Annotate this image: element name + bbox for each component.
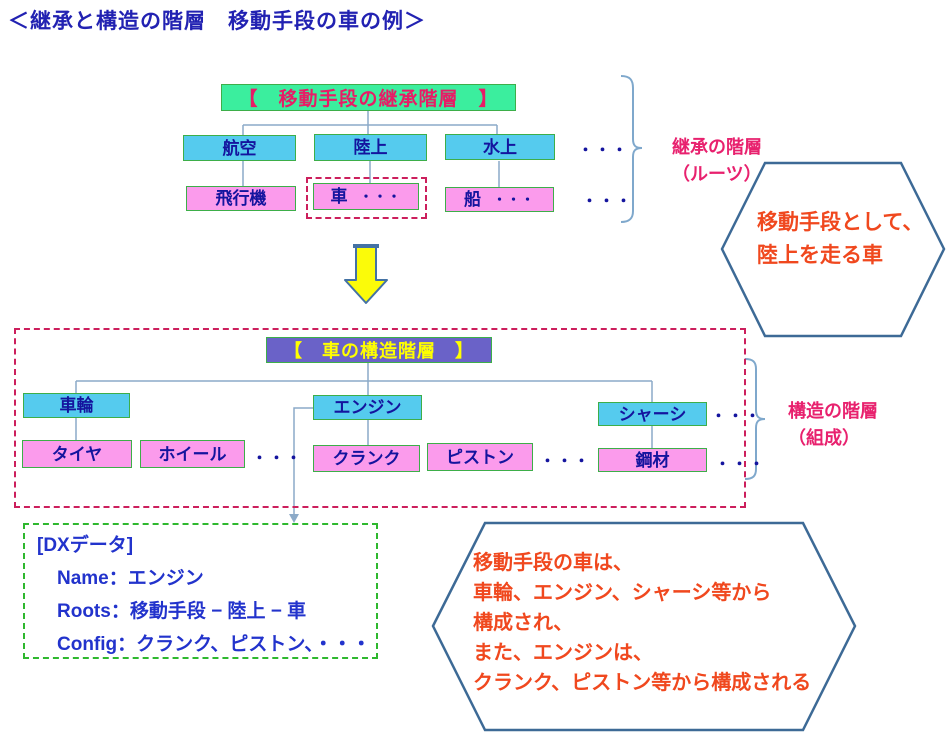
node-car: 車 ・・・ [313,183,419,210]
inheritance-brace-label-line2: （ルーツ） [672,164,762,184]
hexagon-bottom-shape [431,521,857,732]
hexagon-top-shape [720,161,946,338]
inheritance-tree-connectors [242,111,500,187]
dx-data-text: [DXデータ] Name：エンジン Roots：移動手段 − 陸上 − 車 Co… [25,525,376,661]
structure-header: 【 車の構造階層 】 [266,337,492,363]
hexagon-bottom-line4: また、エンジンは、 [473,642,653,664]
hexagon-bottom-line5: クランク、ピストン等から構成される [473,672,812,694]
ellipsis: ・・・ [252,450,304,467]
hexagon-bottom-line1: 移動手段の車は、 [473,552,633,574]
node-land: 陸上 [314,134,427,161]
node-airplane: 飛行機 [186,186,296,211]
inheritance-brace-label-line1: 継承の階層 [672,137,762,157]
ellipsis: ・・・ [578,142,630,159]
node-steel: 鋼材 [598,448,707,472]
ellipsis: ・・・ [582,193,634,210]
node-ship: 船 ・・・ [445,187,554,212]
structure-brace-label-line2: （組成） [788,428,860,448]
node-chassis: シャーシ [598,402,707,426]
node-engine: エンジン [313,395,422,420]
dx-line-title: [DXデータ] [37,535,134,556]
dx-data-box: [DXデータ] Name：エンジン Roots：移動手段 − 陸上 − 車 Co… [23,523,378,659]
inheritance-header: 【 移動手段の継承階層 】 [221,84,516,111]
hexagon-bottom-text: 移動手段の車は、 車輪、エンジン、シャーシ等から 構成され、 また、エンジンは、… [473,548,811,698]
node-car-label: 車 [330,187,348,206]
down-arrow-icon [344,244,388,304]
inheritance-brace [620,75,643,223]
node-crank: クランク [313,445,420,472]
hexagon-top-text: 移動手段として、 陸上を走る車 [757,206,923,272]
hexagon-top-line1: 移動手段として、 [757,211,924,234]
structure-tree-connectors [75,363,653,448]
structure-brace-label: 構造の階層 （組成） [788,398,878,452]
node-tire: タイヤ [22,440,132,468]
structure-dashed-box [14,328,746,508]
hexagon-bottom-line3: 構成され、 [473,612,574,634]
node-ship-label: 船 [463,190,481,209]
dx-line-name: Name：エンジン [57,568,204,589]
node-aviation: 航空 [183,135,296,161]
dx-line-roots: Roots：移動手段 − 陸上 − 車 [57,601,307,622]
ellipsis: ・・・ [359,189,402,204]
car-highlight-dashed-box [306,177,427,219]
node-water: 水上 [445,134,555,160]
node-wheel-assembly: 車輪 [23,393,130,418]
hexagon-bottom-line2: 車輪、エンジン、シャーシ等から [473,582,772,604]
page-title: ＜継承と構造の階層 移動手段の車の例＞ [8,10,426,33]
dx-line-config: Config：クランク、ピストン、・・・ [57,634,371,655]
engine-to-dx-arrow [289,407,313,523]
ellipsis: ・・・ [540,453,592,470]
structure-brace-label-line1: 構造の階層 [788,401,878,421]
node-wheel: ホイール [140,440,245,468]
ellipsis: ・・・ [492,192,535,207]
ellipsis: ・・・ [711,408,763,425]
node-piston: ピストン [427,443,533,471]
ellipsis: ・・・ [715,456,767,473]
hexagon-top-line2: 陸上を走る車 [757,244,883,267]
inheritance-brace-label: 継承の階層 （ルーツ） [672,134,762,188]
structure-brace [744,358,766,480]
